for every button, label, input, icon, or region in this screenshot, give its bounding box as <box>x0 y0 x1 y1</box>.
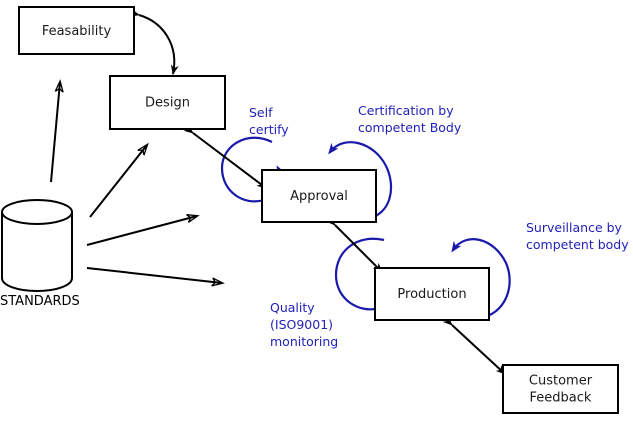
node-feasability[interactable]: Feasability <box>18 6 135 55</box>
edge-standards-to-feasability <box>50 82 60 183</box>
annotation-certification-line2: competent Body <box>358 120 462 135</box>
node-customer-feedback-label-line1: Customer <box>529 374 593 389</box>
annotation-quality-iso9001-monitoring: Quality (ISO9001) monitoring <box>270 300 338 349</box>
annotation-certification-by-competent-body: Certification by competent Body <box>358 103 462 135</box>
node-standards-label: STANDARDS <box>0 294 80 309</box>
edge-design-to-feasability <box>129 8 179 75</box>
node-customer-feedback-label-line2: Feedback <box>530 391 592 406</box>
node-feasability-label: Feasability <box>42 24 112 39</box>
annotation-surveillance-line1: Surveillance by <box>526 220 623 235</box>
loop-certification-by-competent-body <box>328 141 393 221</box>
annotation-surveillance-line2: competent body <box>526 237 629 252</box>
edge-production-to-customer-feedback <box>442 315 506 375</box>
annotation-quality-line1: Quality <box>270 300 315 315</box>
node-production[interactable]: Production <box>374 267 490 321</box>
annotation-self-certify: Self certify <box>249 105 289 137</box>
annotation-quality-line2: (ISO9001) <box>270 317 333 332</box>
node-design-label: Design <box>145 96 190 111</box>
annotation-quality-line3: monitoring <box>270 334 338 349</box>
loop-surveillance-by-competent-body <box>451 238 511 320</box>
node-production-label: Production <box>397 287 466 302</box>
annotation-certification-line1: Certification by <box>358 103 454 118</box>
node-design[interactable]: Design <box>109 75 226 130</box>
node-customer-feedback[interactable]: Customer Feedback <box>502 364 619 414</box>
node-standards-datastore[interactable]: STANDARDS <box>0 199 80 309</box>
edge-standards-to-design <box>89 145 147 218</box>
edge-standards-to-approval <box>86 216 197 246</box>
node-approval[interactable]: Approval <box>261 169 377 223</box>
annotation-self-certify-line2: certify <box>249 122 289 137</box>
edge-approval-to-production <box>325 215 383 273</box>
edge-standards-to-production <box>86 267 222 283</box>
edge-design-to-approval <box>183 124 267 189</box>
annotation-surveillance-by-competent-body: Surveillance by competent body <box>526 220 629 252</box>
node-approval-label: Approval <box>290 189 348 204</box>
annotation-self-certify-line1: Self <box>249 105 273 120</box>
